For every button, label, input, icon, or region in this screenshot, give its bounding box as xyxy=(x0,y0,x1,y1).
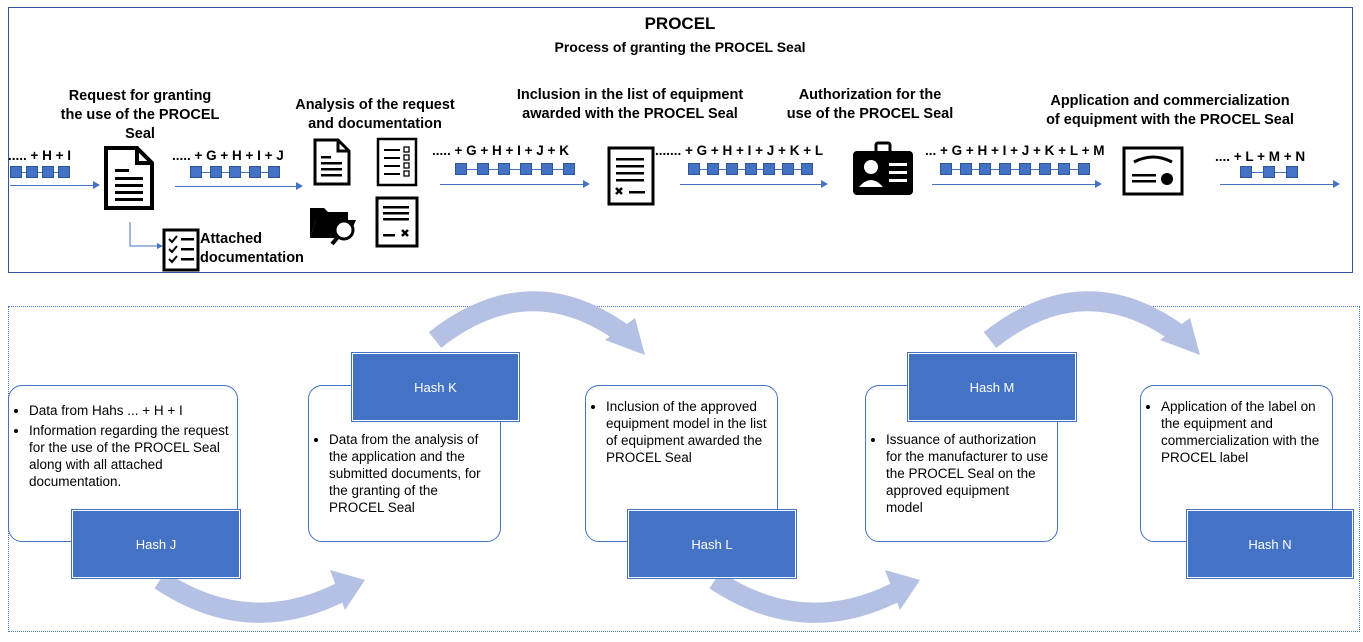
chain-link-line xyxy=(455,168,575,170)
hash-chain xyxy=(455,163,575,175)
hash-chain xyxy=(940,163,1090,175)
hash-block xyxy=(1018,163,1031,175)
list-icon xyxy=(376,137,418,187)
hash-block xyxy=(476,163,489,175)
hash-block xyxy=(940,163,952,175)
hash-block xyxy=(563,163,575,175)
hash-block xyxy=(209,166,222,178)
flow-arrow xyxy=(175,182,303,190)
stage-request-label: Request for granting the use of the PROC… xyxy=(60,88,220,142)
checklist-icon xyxy=(162,228,200,272)
flow-arrow xyxy=(440,180,590,188)
hash-block xyxy=(725,163,738,175)
hash-block xyxy=(248,166,261,178)
hash-chain xyxy=(1240,166,1298,178)
hash-block xyxy=(519,163,532,175)
hash-block xyxy=(58,166,70,178)
certificate-list-icon xyxy=(607,146,655,206)
hash-chain xyxy=(190,166,280,178)
chain-link-line xyxy=(940,168,1090,170)
stage-inclusion-label: Inclusion in the list of equipment award… xyxy=(516,87,744,122)
hash-block xyxy=(1058,163,1071,175)
hash-block xyxy=(782,163,795,175)
attachment-connector xyxy=(129,222,163,249)
hash-block xyxy=(744,163,757,175)
card-bullet: Information regarding the request for th… xyxy=(29,422,229,490)
hash-block xyxy=(763,163,776,175)
hash-k-box: Hash K xyxy=(352,353,519,421)
card-bullet: Data from Hahs ... + H + I xyxy=(29,402,229,419)
flow-arrow xyxy=(1220,180,1340,188)
hash-chain xyxy=(10,166,70,178)
flow-arrow xyxy=(10,181,100,189)
hash-sequence: ..... + G + H + I + J xyxy=(172,148,284,163)
hash-block xyxy=(10,166,22,178)
hash-block xyxy=(979,163,992,175)
hash-n-box: Hash N xyxy=(1187,510,1353,578)
hash-block xyxy=(1038,163,1051,175)
hash-block xyxy=(706,163,719,175)
chain-link-line xyxy=(10,171,70,173)
hash-l-box: Hash L xyxy=(628,510,796,578)
hash-sequence: ..... + G + H + I + J + K xyxy=(432,143,569,158)
hash-sequence: ..... + H + I xyxy=(8,148,72,163)
hash-block xyxy=(455,163,467,175)
diagram-title: PROCEL xyxy=(644,14,716,33)
stage-analysis-label: Analysis of the request and documentatio… xyxy=(295,97,455,132)
flow-arrow xyxy=(932,180,1102,188)
hash-block xyxy=(26,166,38,178)
hash-block xyxy=(999,163,1012,175)
hash-sequence: ....... + G + H + I + J + K + L xyxy=(655,143,824,158)
hash-block xyxy=(1263,166,1275,178)
hash-block xyxy=(688,163,700,175)
folder-search-icon xyxy=(310,208,356,246)
document-icon xyxy=(313,138,351,186)
hash-m-box: Hash M xyxy=(908,353,1076,421)
hash-block xyxy=(190,166,202,178)
hash-chain xyxy=(688,163,813,175)
diagram-subtitle: Process of granting the PROCEL Seal xyxy=(554,39,806,55)
hash-sequence: .... + L + M + N xyxy=(1215,149,1306,164)
hash-block xyxy=(268,166,280,178)
hash-block xyxy=(42,166,54,178)
document-icon xyxy=(104,146,154,210)
card-bullet: Application of the label on the equipmen… xyxy=(1161,398,1324,466)
hash-block xyxy=(959,163,972,175)
attached-documentation-label: Attached documentation xyxy=(200,231,304,266)
hash-block xyxy=(229,166,241,178)
stage-application-label: Application and commercialization of equ… xyxy=(1046,93,1294,128)
hash-block xyxy=(801,163,813,175)
stage-authorization-label: Authorization for the use of the PROCEL … xyxy=(786,87,954,122)
hash-block xyxy=(1078,163,1090,175)
hash-block xyxy=(498,163,511,175)
hash-block xyxy=(541,163,554,175)
card-bullet: Inclusion of the approved equipment mode… xyxy=(606,398,769,466)
hash-sequence: ... + G + H + I + J + K + L + M xyxy=(925,143,1105,158)
seal-certificate-icon xyxy=(1122,146,1184,196)
hash-block xyxy=(1286,166,1298,178)
hash-block xyxy=(1240,166,1252,178)
card-bullet: Issuance of authorization for the manufa… xyxy=(886,431,1049,516)
id-badge-icon xyxy=(853,141,913,195)
form-icon xyxy=(375,196,419,248)
card-bullet: Data from the analysis of the applicatio… xyxy=(329,431,492,516)
process-frame xyxy=(8,7,1353,273)
hash-j-box: Hash J xyxy=(72,510,240,578)
hash-m-card: Issuance of authorization for the manufa… xyxy=(865,385,1058,542)
flow-arrow xyxy=(680,180,828,188)
